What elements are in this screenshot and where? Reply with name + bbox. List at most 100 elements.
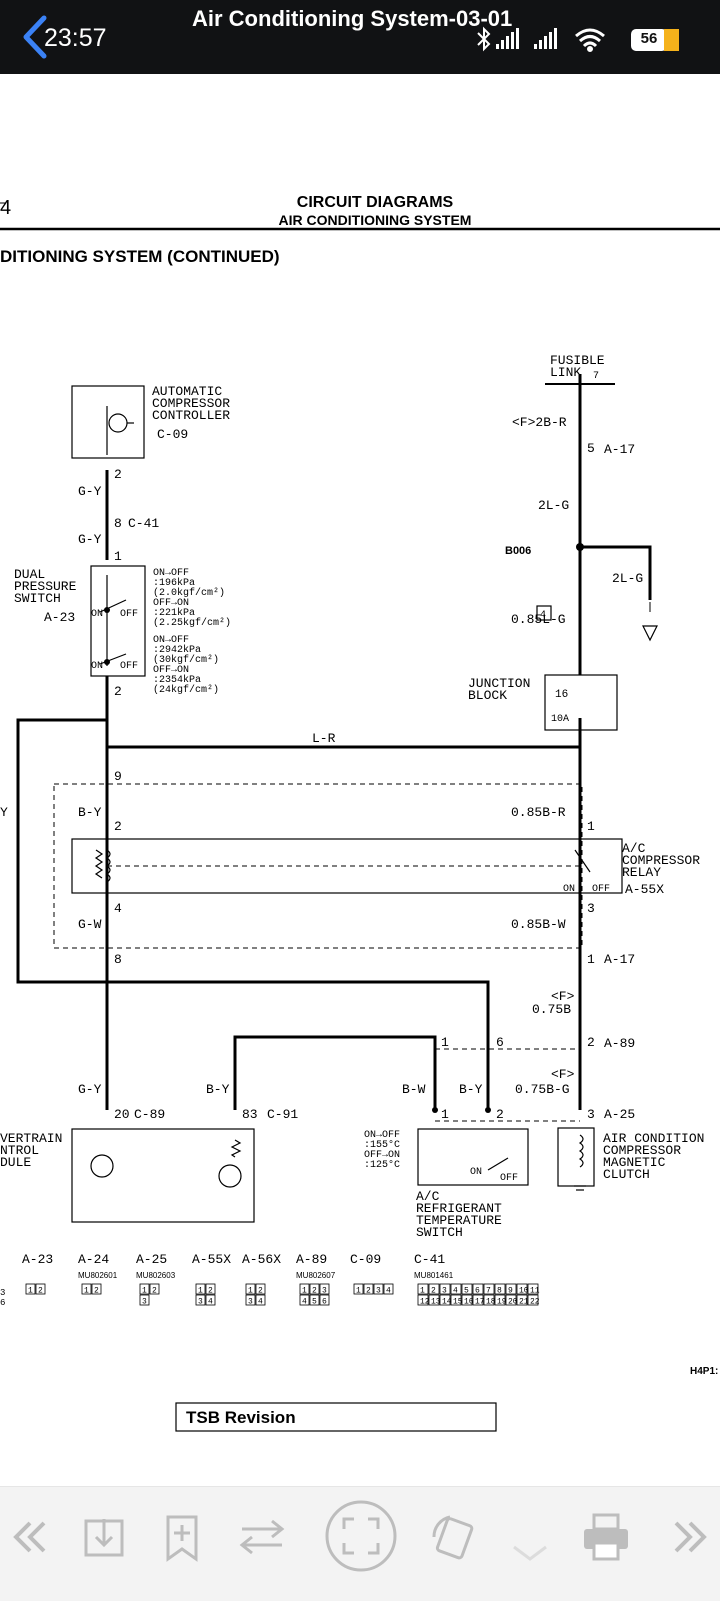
pin-number: 2 — [587, 1035, 595, 1050]
rotate-icon[interactable] — [424, 1507, 484, 1567]
connector-pin-cell — [439, 1294, 451, 1306]
switch-off-label: OFF — [120, 661, 138, 672]
print-icon[interactable] — [576, 1507, 636, 1567]
switch-off-label: OFF — [592, 884, 610, 895]
connector-pin-cell — [319, 1294, 330, 1306]
connector-pin: 2 — [38, 1287, 43, 1296]
fusible-link-label-2: LINK — [550, 365, 581, 380]
connector-pin-cell — [35, 1283, 46, 1295]
connector-pin: 6 — [322, 1298, 327, 1307]
battery-level: 56 — [640, 30, 658, 47]
pin-number: 2 — [114, 684, 122, 699]
connector-pin: 4 — [386, 1287, 391, 1296]
connector-pin: 5 — [464, 1287, 469, 1296]
wire-label: G-Y — [78, 1082, 102, 1097]
tsb-revision-box — [175, 1402, 497, 1432]
acc-label-2: COMPRESSOR — [152, 396, 230, 411]
connector-pin: 3 — [376, 1287, 381, 1296]
dps-spec-line: (30kgf/cm²) — [153, 654, 219, 666]
pin-number: 1 — [441, 1035, 449, 1050]
pin-number: 9 — [114, 769, 122, 784]
connector-pin: 17 — [475, 1298, 485, 1307]
section-title: DITIONING SYSTEM (CONTINUED) — [0, 247, 280, 266]
prev-page-icon[interactable] — [0, 1507, 60, 1567]
connector-pin: 1 — [84, 1287, 89, 1296]
connector-pin: 2 — [258, 1287, 263, 1296]
connector-pin-cell — [149, 1283, 160, 1295]
connector-pin: 4 — [258, 1298, 263, 1307]
connector-legend-label: C-41 — [414, 1252, 445, 1267]
wire-label: <F>2B-R — [512, 415, 567, 430]
connector-pin-cell — [195, 1283, 206, 1295]
connector-pin-cell — [363, 1283, 374, 1295]
connector-pin-cell — [494, 1283, 506, 1295]
back-arrow-icon[interactable] — [20, 14, 50, 60]
fusible-link-label-1: FUSIBLE — [550, 353, 605, 368]
signal-strength-icon — [534, 28, 557, 49]
connector-pin-cell — [299, 1283, 310, 1295]
download-icon[interactable] — [74, 1507, 134, 1567]
dps-spec-line: (24kgf/cm²) — [153, 684, 219, 696]
pin-number: 20 — [114, 1107, 130, 1122]
pin-number: 2 — [114, 819, 122, 834]
clutch-label-4: CLUTCH — [603, 1167, 650, 1182]
wire-label: 2L-G — [612, 571, 643, 586]
connector-part-number: MU802607 — [296, 1271, 336, 1280]
connector-pin: 19 — [497, 1298, 507, 1307]
connector-pin: 3 — [442, 1287, 447, 1296]
bottom-toolbar — [0, 1486, 720, 1601]
dps-spec-line: (2.0kgf/cm²) — [153, 587, 225, 599]
status-icons — [477, 26, 605, 52]
header-title: CIRCUIT DIAGRAMS — [297, 194, 454, 211]
connector-a89-tag: A-89 — [604, 1036, 635, 1051]
connector-a23-tag: A-23 — [44, 610, 75, 625]
connector-a55x-tag: A-55X — [625, 882, 664, 897]
pcm-label-1: VERTRAIN — [0, 1131, 62, 1146]
next-page-icon[interactable] — [660, 1507, 720, 1567]
swap-icon[interactable] — [232, 1507, 292, 1567]
connector-pin-cell — [255, 1283, 266, 1295]
share-icon[interactable] — [500, 1507, 560, 1567]
signal-strength-icon — [496, 28, 519, 49]
relay-label-2: COMPRESSOR — [622, 853, 700, 868]
battery-icon — [631, 29, 679, 51]
connector-pin-cell — [494, 1294, 506, 1306]
bookmark-add-icon[interactable] — [152, 1507, 212, 1567]
connector-pin: 2 — [366, 1287, 371, 1296]
dps-label-2: PRESSURE — [14, 579, 77, 594]
connector-pin-cell — [245, 1294, 256, 1306]
connector-pin: 4 — [302, 1298, 307, 1307]
connector-pin-cell — [195, 1294, 206, 1306]
connector-pin-cell — [25, 1283, 36, 1295]
refrig-switch-label-1: A/C — [416, 1189, 440, 1204]
relay-label-1: A/C — [622, 841, 646, 856]
connector-pin: 3 — [142, 1298, 147, 1307]
wire-label: 0.85B-R — [511, 805, 566, 820]
connector-pin-cell — [450, 1294, 462, 1306]
connector-pin: 21 — [519, 1298, 529, 1307]
dual-pressure-switch-box — [90, 565, 146, 677]
pin-number: 1 — [441, 1107, 449, 1122]
tsb-revision-label: TSB Revision — [186, 1408, 296, 1427]
status-time: 23:57 — [44, 24, 107, 52]
connector-pin-cell — [516, 1283, 528, 1295]
connector-pin-cell — [483, 1283, 495, 1295]
connector-pin: 6 — [475, 1287, 480, 1296]
connector-pin: 13 — [431, 1298, 441, 1307]
wire-label: L-R — [312, 731, 336, 746]
connector-pin: 6 — [0, 1298, 5, 1308]
refrig-switch-label-2: REFRIGERANT — [416, 1201, 502, 1216]
connector-pin: 9 — [508, 1287, 513, 1296]
connector-pin: 20 — [508, 1298, 518, 1307]
switch-off-label: OFF — [120, 609, 138, 620]
document-title: Air Conditioning System-03-01 — [192, 6, 513, 31]
fit-screen-icon[interactable] — [324, 1499, 398, 1573]
connector-pin: 1 — [28, 1287, 33, 1296]
automatic-compressor-controller-box — [71, 385, 145, 459]
connector-pin-cell — [245, 1283, 256, 1295]
connector-pin-cell — [461, 1294, 473, 1306]
connector-pin: 14 — [442, 1298, 452, 1307]
fusible-link-number: 7 — [593, 371, 599, 382]
